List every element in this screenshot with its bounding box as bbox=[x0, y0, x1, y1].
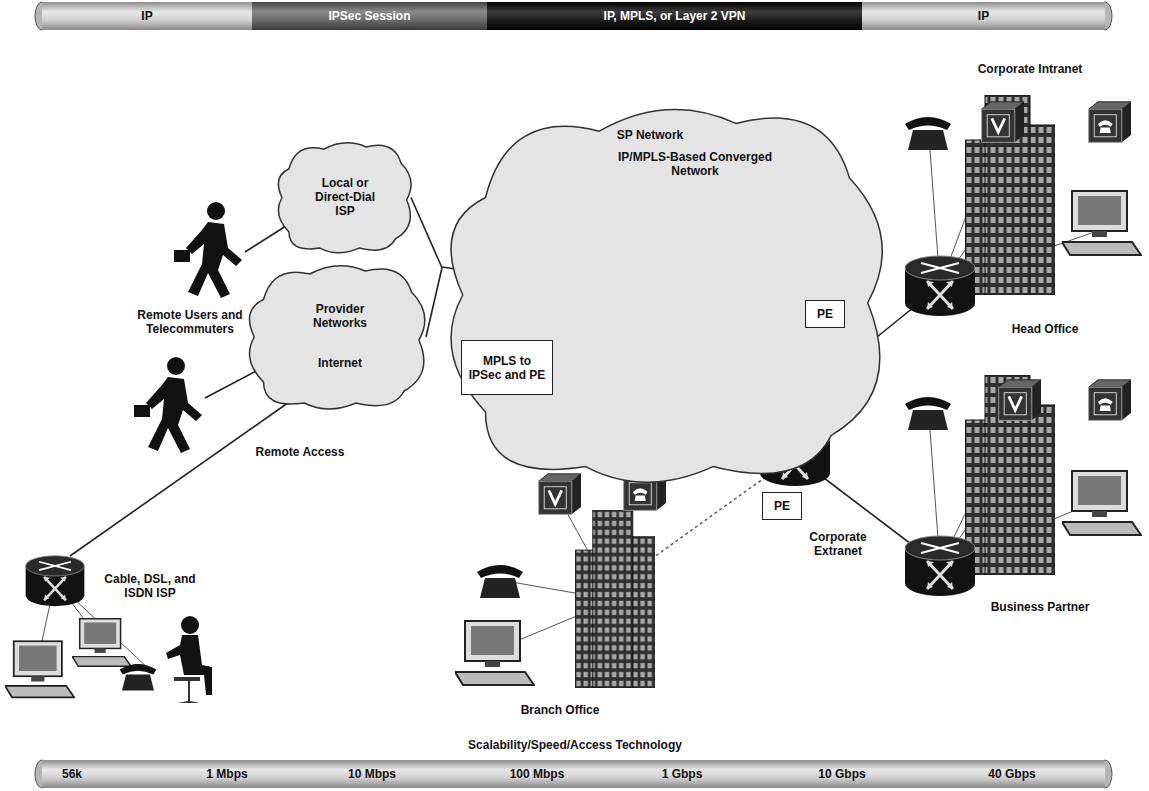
site-label: Corporate Intranet bbox=[978, 62, 1083, 76]
node-text: PE bbox=[774, 499, 790, 513]
business-partner-site bbox=[905, 375, 1141, 596]
node-text: 10 Mbps bbox=[348, 767, 396, 781]
pipe-segment: IPSec Session bbox=[252, 2, 487, 30]
site-label: Cable, DSL, and ISDN ISP bbox=[95, 572, 205, 600]
site-label: Branch Office bbox=[521, 703, 600, 717]
branch-office-site bbox=[455, 470, 666, 688]
node-text: Internet bbox=[318, 356, 362, 370]
pe-box: PE bbox=[805, 300, 845, 328]
node-text: 1 Mbps bbox=[206, 767, 247, 781]
access-link bbox=[411, 198, 442, 268]
site-label: Business Partner bbox=[991, 600, 1090, 614]
site-label: Scalability/Speed/Access Technology bbox=[468, 738, 682, 752]
network-cloud: Local or Direct-Dial ISP bbox=[275, 140, 415, 255]
node-text: IP, MPLS, or Layer 2 VPN bbox=[604, 9, 746, 23]
speed-pipe: 56k 1 Mbps 10 Mbps 100 Mbps 1 Gbps 10 Gbps 40 … bbox=[42, 760, 1105, 788]
pipe-segment: IP bbox=[42, 2, 252, 30]
site-label: Remote Users and Telecommuters bbox=[120, 308, 260, 336]
node-text: Provider Networks bbox=[295, 302, 385, 330]
site-label: Head Office bbox=[1012, 322, 1079, 336]
access-link bbox=[426, 268, 442, 337]
node-text: Local or Direct-Dial ISP bbox=[305, 176, 385, 218]
node-text: IP/MPLS-Based Converged Network bbox=[608, 150, 783, 178]
pipe-segment: IP bbox=[862, 2, 1105, 30]
node-text: 56k bbox=[62, 767, 82, 781]
site-label: Corporate Extranet bbox=[798, 530, 878, 558]
network-cloud: Provider NetworksInternet bbox=[245, 262, 430, 412]
node-text: 40 Gbps bbox=[988, 767, 1035, 781]
pipe-segment: IP, MPLS, or Layer 2 VPN bbox=[487, 2, 862, 30]
node-text: IP bbox=[978, 9, 989, 23]
home-office bbox=[5, 556, 212, 703]
node-text: IPSec Session bbox=[328, 9, 410, 23]
node-text: IP bbox=[141, 9, 152, 23]
node-text: 100 Mbps bbox=[510, 767, 565, 781]
node-text: SP Network bbox=[617, 128, 683, 142]
node-text: PE bbox=[817, 307, 833, 321]
pipe-caps bbox=[35, 2, 1112, 788]
pe-box: PE bbox=[762, 492, 802, 520]
node-text: MPLS to IPSec and PE bbox=[467, 354, 547, 382]
label-box: MPLS to IPSec and PE bbox=[461, 340, 553, 395]
site-label: Remote Access bbox=[256, 445, 345, 459]
node-text: 10 Gbps bbox=[818, 767, 865, 781]
cloud-outline bbox=[245, 262, 430, 412]
head-office-site bbox=[905, 95, 1141, 316]
node-text: 1 Gbps bbox=[662, 767, 703, 781]
network-cloud: SP NetworkIP/MPLS-Based Converged Networ… bbox=[440, 100, 895, 490]
